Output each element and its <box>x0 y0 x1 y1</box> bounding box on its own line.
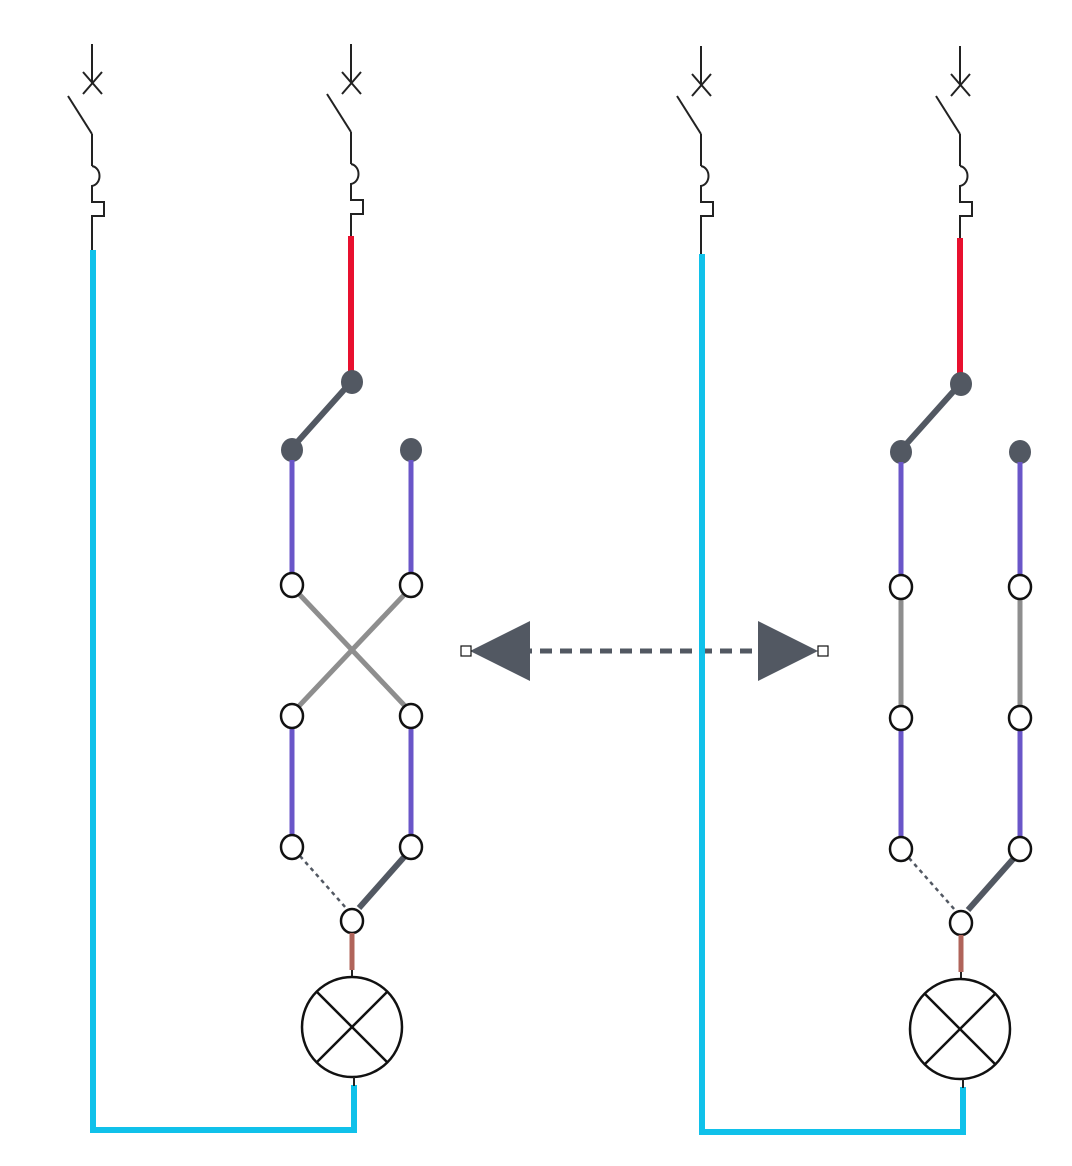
fuse-icon <box>91 165 105 250</box>
terminal <box>1007 573 1033 601</box>
circuit-breaker-icon <box>935 46 971 166</box>
switch-contact <box>281 438 303 462</box>
switch-contact <box>1009 440 1031 464</box>
neutral-wire <box>90 250 357 1133</box>
switch-contact <box>341 370 363 394</box>
lamp-icon <box>908 977 1012 1081</box>
circuit-breaker-icon <box>326 44 362 164</box>
switch-lever <box>356 854 408 910</box>
switch-lever <box>289 380 354 450</box>
switch-contact <box>890 440 912 464</box>
terminals <box>279 571 424 935</box>
terminal <box>948 909 974 937</box>
connector-handle[interactable] <box>817 645 829 657</box>
left-circuit <box>67 44 424 1133</box>
fuse-icon <box>350 163 364 236</box>
switch-lever <box>965 856 1017 912</box>
terminal <box>888 704 914 732</box>
fuse-icon <box>700 165 714 254</box>
terminals <box>888 573 1033 937</box>
terminal <box>339 907 365 935</box>
connector-handle[interactable] <box>460 645 472 657</box>
right-circuit <box>676 46 1033 1135</box>
circuit-breaker-icon <box>67 44 103 166</box>
terminal <box>888 835 914 863</box>
lamp-icon <box>300 975 404 1079</box>
comparison-arrow <box>460 621 829 681</box>
terminal <box>398 571 424 599</box>
terminal <box>279 833 305 861</box>
terminal <box>1007 835 1033 863</box>
switch-open-path <box>299 855 347 909</box>
circuit-breaker-icon <box>676 46 712 166</box>
terminal <box>888 573 914 601</box>
terminal <box>398 833 424 861</box>
terminal <box>279 571 305 599</box>
fuse-icon <box>959 165 973 238</box>
switch-contact <box>950 372 972 396</box>
terminal <box>1007 704 1033 732</box>
intermediate-link <box>297 592 407 708</box>
switch-contact <box>400 438 422 462</box>
switch-lever <box>898 382 963 452</box>
terminal <box>398 702 424 730</box>
switch-open-path <box>908 857 956 911</box>
neutral-wire <box>699 254 966 1135</box>
terminal <box>279 702 305 730</box>
